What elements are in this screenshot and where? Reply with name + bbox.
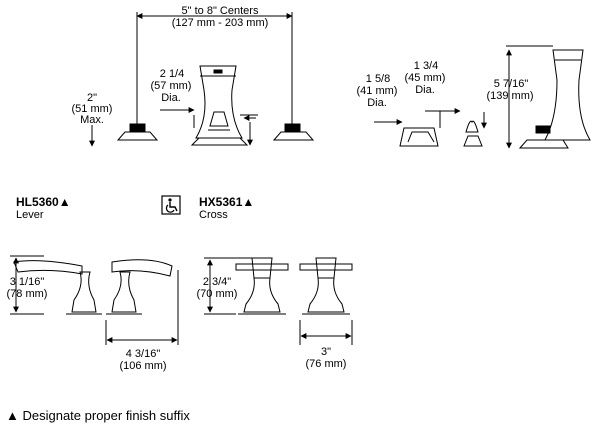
cross-width-mm: (76 mm) (305, 358, 347, 370)
centers-label-mm: (127 mm - 203 mm) (171, 17, 269, 29)
lever-model-name: Lever (16, 209, 44, 221)
lever-width-inch: 4 3/16" (125, 348, 161, 360)
handle-dia-inch: 1 3/4 (413, 60, 439, 72)
lever-height-inch: 3 1/16" (9, 276, 45, 288)
spout-dia-mm: (57 mm) (150, 80, 192, 92)
base-dia-text: Dia. (367, 97, 387, 109)
cross-handle-views (204, 257, 353, 345)
centers-label-inch: 5" to 8" Centers (181, 5, 259, 17)
cross-height-inch: 2 3/4" (202, 276, 232, 288)
cross-width-inch: 3" (320, 346, 332, 358)
faucet-front-view (89, 12, 315, 147)
max-label-mm: (51 mm) (71, 103, 113, 115)
faucet-side-view (374, 45, 591, 149)
cross-model-code: HX5361▲ (199, 195, 255, 209)
spout-height-inch: 5 7/16" (493, 78, 529, 90)
max-label-inch: 2" (86, 92, 98, 104)
lever-model-code: HL5360▲ (16, 195, 71, 209)
base-dia-inch: 1 5/8 (365, 73, 391, 85)
handle-dia-mm: (45 mm) (404, 72, 446, 84)
max-label-text: Max. (80, 114, 104, 126)
lever-height-mm: (78 mm) (6, 288, 48, 300)
wheelchair-icon (161, 195, 181, 215)
cross-model-name: Cross (199, 209, 228, 221)
spout-height-mm: (139 mm) (486, 90, 534, 102)
cross-height-mm: (70 mm) (196, 288, 238, 300)
lever-width-mm: (106 mm) (119, 360, 167, 372)
handle-dia-text: Dia. (415, 84, 435, 96)
lever-handle-views (10, 255, 179, 345)
spout-dia-inch: 2 1/4 (159, 68, 185, 80)
finish-suffix-footnote: ▲ Designate proper finish suffix (6, 408, 190, 423)
spout-dia-text: Dia. (161, 92, 181, 104)
base-dia-mm: (41 mm) (356, 85, 398, 97)
